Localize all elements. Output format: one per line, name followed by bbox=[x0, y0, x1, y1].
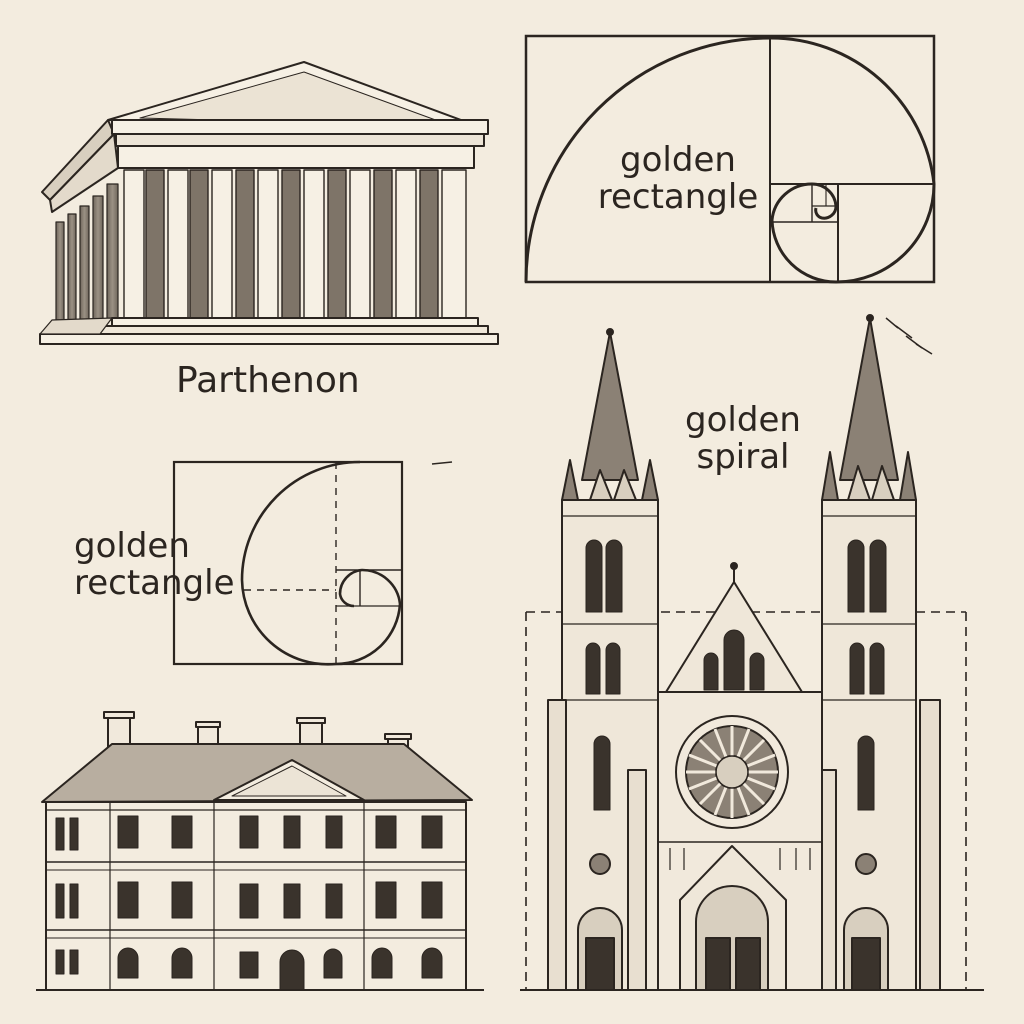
golden-rectangle-icon bbox=[524, 34, 936, 284]
label-line: golden bbox=[685, 400, 801, 440]
label-line: golden bbox=[620, 140, 736, 180]
label-line: rectangle bbox=[74, 562, 235, 603]
georgian-house-icon bbox=[36, 711, 484, 991]
golden-rectangle-icon bbox=[172, 460, 453, 666]
label-line: spiral bbox=[696, 436, 790, 477]
golden-rectangle-label: golden rectangle bbox=[592, 142, 764, 215]
parthenon-label: Parthenon bbox=[176, 360, 360, 401]
cathedral-icon bbox=[520, 314, 984, 991]
golden-rectangle-label: golden rectangle bbox=[74, 528, 235, 601]
parthenon-icon bbox=[39, 61, 499, 345]
label-line: golden bbox=[74, 526, 190, 566]
label-line: rectangle bbox=[597, 176, 759, 217]
golden-spiral-label: golden spiral bbox=[678, 402, 808, 475]
